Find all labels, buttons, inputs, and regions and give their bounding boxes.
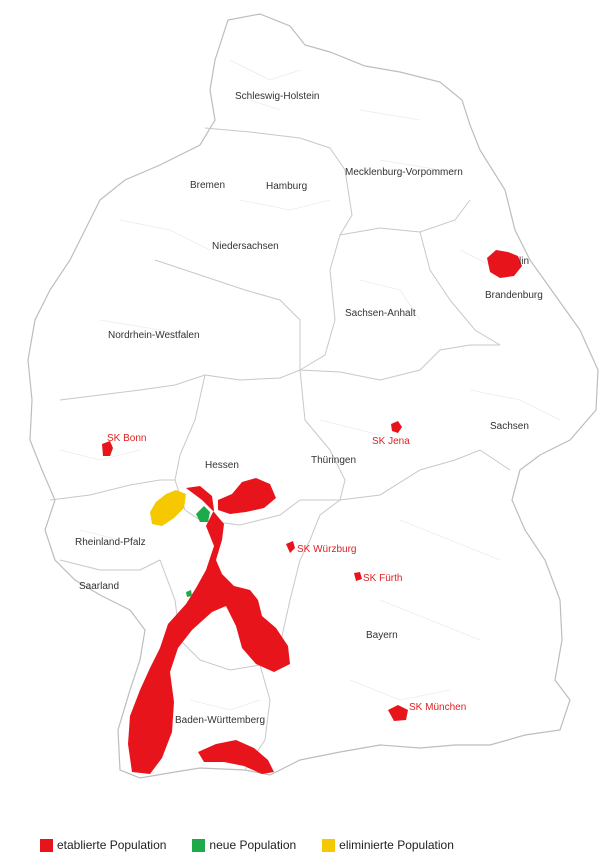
- muenchen-area: [388, 705, 408, 721]
- city-label: SK Jena: [372, 436, 410, 447]
- state-borders: [49, 127, 511, 771]
- state-label: Schleswig-Holstein: [235, 91, 319, 102]
- state-label: Rheinland-Pfalz: [75, 537, 146, 548]
- state-label: Hessen: [205, 460, 239, 471]
- legend-label: eliminierte Population: [339, 838, 454, 852]
- state-label: Sachsen-Anhalt: [345, 308, 416, 319]
- new-population-area-1: [196, 506, 210, 522]
- district-borders: [59, 59, 561, 711]
- state-label: Baden-Württemberg: [175, 715, 265, 726]
- city-label: SK Fürth: [363, 573, 402, 584]
- wuerzburg-area: [286, 541, 295, 553]
- germany-map: Schleswig-Holstein Mecklenburg-Vorpommer…: [27, 13, 599, 779]
- hessen-east-area: [218, 478, 276, 514]
- berlin-label: lin: [519, 256, 529, 267]
- legend-item-established: etablierte Population: [40, 838, 166, 852]
- state-label: Sachsen: [490, 421, 529, 432]
- germany-outline: [27, 13, 599, 779]
- bonn-area: [102, 441, 113, 456]
- lake-constance-area: [198, 740, 274, 774]
- state-label: Bayern: [366, 630, 398, 641]
- new-population-area-2: [186, 590, 192, 597]
- state-label: Mecklenburg-Vorpommern: [345, 167, 463, 178]
- state-label: Nordrhein-Westfalen: [108, 330, 200, 341]
- legend-swatch: [192, 838, 206, 852]
- map-canvas: Schleswig-Holstein Mecklenburg-Vorpommer…: [27, 13, 599, 779]
- state-label: Saarland: [79, 581, 119, 592]
- legend-label: etablierte Population: [57, 838, 167, 852]
- map-legend: etablierte Population neue Population el…: [40, 836, 454, 854]
- state-label: Thüringen: [311, 455, 356, 466]
- fuerth-area: [354, 572, 362, 581]
- city-label: SK Würzburg: [297, 544, 356, 555]
- rhine-area: [128, 486, 290, 774]
- established-populations: [102, 250, 522, 774]
- state-label: Bremen: [190, 180, 225, 191]
- jena-area: [391, 421, 402, 433]
- legend-label: neue Population: [209, 838, 297, 852]
- state-label: Hamburg: [266, 181, 307, 192]
- berlin-area: [487, 250, 522, 278]
- state-label: Brandenburg: [485, 290, 543, 301]
- legend-item-new: neue Population: [192, 838, 296, 852]
- eliminated-population-area: [150, 490, 186, 526]
- legend-swatch: [322, 838, 336, 852]
- legend-swatch: [40, 838, 53, 852]
- city-label: SK Bonn: [107, 433, 146, 444]
- state-label: Niedersachsen: [212, 241, 279, 252]
- legend-item-eliminated: eliminierte Population: [322, 838, 454, 852]
- city-label: SK München: [409, 702, 466, 713]
